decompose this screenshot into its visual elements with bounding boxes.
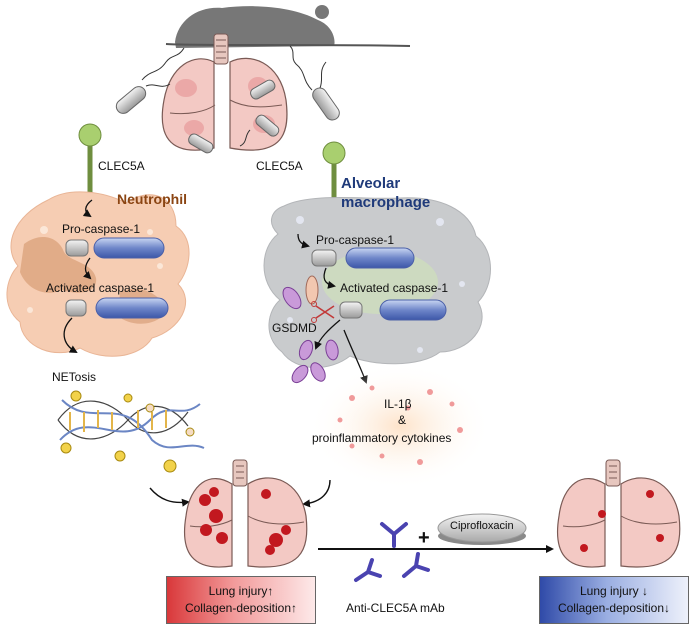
- macrophage-activated-label: Activated caspase-1: [340, 281, 448, 295]
- bacteria: [115, 45, 340, 154]
- macrophage-procaspase-label: Pro-caspase-1: [316, 233, 394, 247]
- mouse-silhouette: [165, 5, 411, 48]
- net-dna: [57, 390, 205, 473]
- injured-lungs: [183, 459, 308, 568]
- outcome-decrease-line1: Lung injury ↓: [579, 584, 649, 598]
- neutrophil-activated-caspase: [65, 297, 169, 319]
- scissors-icon: [311, 301, 335, 323]
- cytokine-cloud: [308, 362, 492, 490]
- outcome-decrease-line2: Collagen-deposition↓: [557, 601, 671, 615]
- outcome-increase-line1: Lung injury↑: [208, 584, 274, 598]
- neutrophil-activated-label: Activated caspase-1: [46, 281, 154, 295]
- cytokines-label: proinflammatory cytokines: [312, 431, 451, 445]
- neutrophil-cell: [6, 191, 190, 357]
- gsdmd-label: GSDMD: [272, 321, 317, 335]
- macrophage-label-line1: Alveolar: [341, 175, 401, 192]
- outcome-increase-box: Lung injury↑ Collagen-deposition↑: [166, 576, 316, 624]
- il1b-label: IL-1β: [384, 397, 412, 411]
- mab-label: Anti-CLEC5A mAb: [346, 601, 445, 615]
- gsdmd-pore: [282, 275, 339, 384]
- ciprofloxacin-label: Ciprofloxacin: [450, 520, 514, 532]
- outcome-decrease-box: Lung injury ↓ Collagen-deposition↓: [539, 576, 689, 624]
- recovered-lungs: [556, 459, 681, 568]
- macrophage-activated-caspase: [339, 299, 447, 321]
- antibody-icon: [354, 522, 430, 582]
- macrophage-label-line2: macrophage: [341, 194, 431, 211]
- neutrophil-procaspase-label: Pro-caspase-1: [62, 222, 140, 236]
- plus-label: +: [418, 527, 430, 549]
- clec5a-left-label: CLEC5A: [98, 159, 145, 173]
- ciprofloxacin-pill: [437, 513, 527, 545]
- clec5a-right-label: CLEC5A: [256, 159, 303, 173]
- neutrophil-procaspase: [65, 237, 165, 259]
- neutrophil-label: Neutrophil: [117, 191, 187, 207]
- macrophage-procaspase: [311, 247, 415, 269]
- outcome-increase-line2: Collagen-deposition↑: [184, 601, 298, 615]
- clec5a-receptor-left: [78, 123, 102, 196]
- diagram-text: CLEC5A CLEC5A Pro-caspase-1 Activated ca…: [46, 159, 514, 615]
- ampersand-label: &: [398, 413, 406, 427]
- netosis-label: NETosis: [52, 370, 96, 384]
